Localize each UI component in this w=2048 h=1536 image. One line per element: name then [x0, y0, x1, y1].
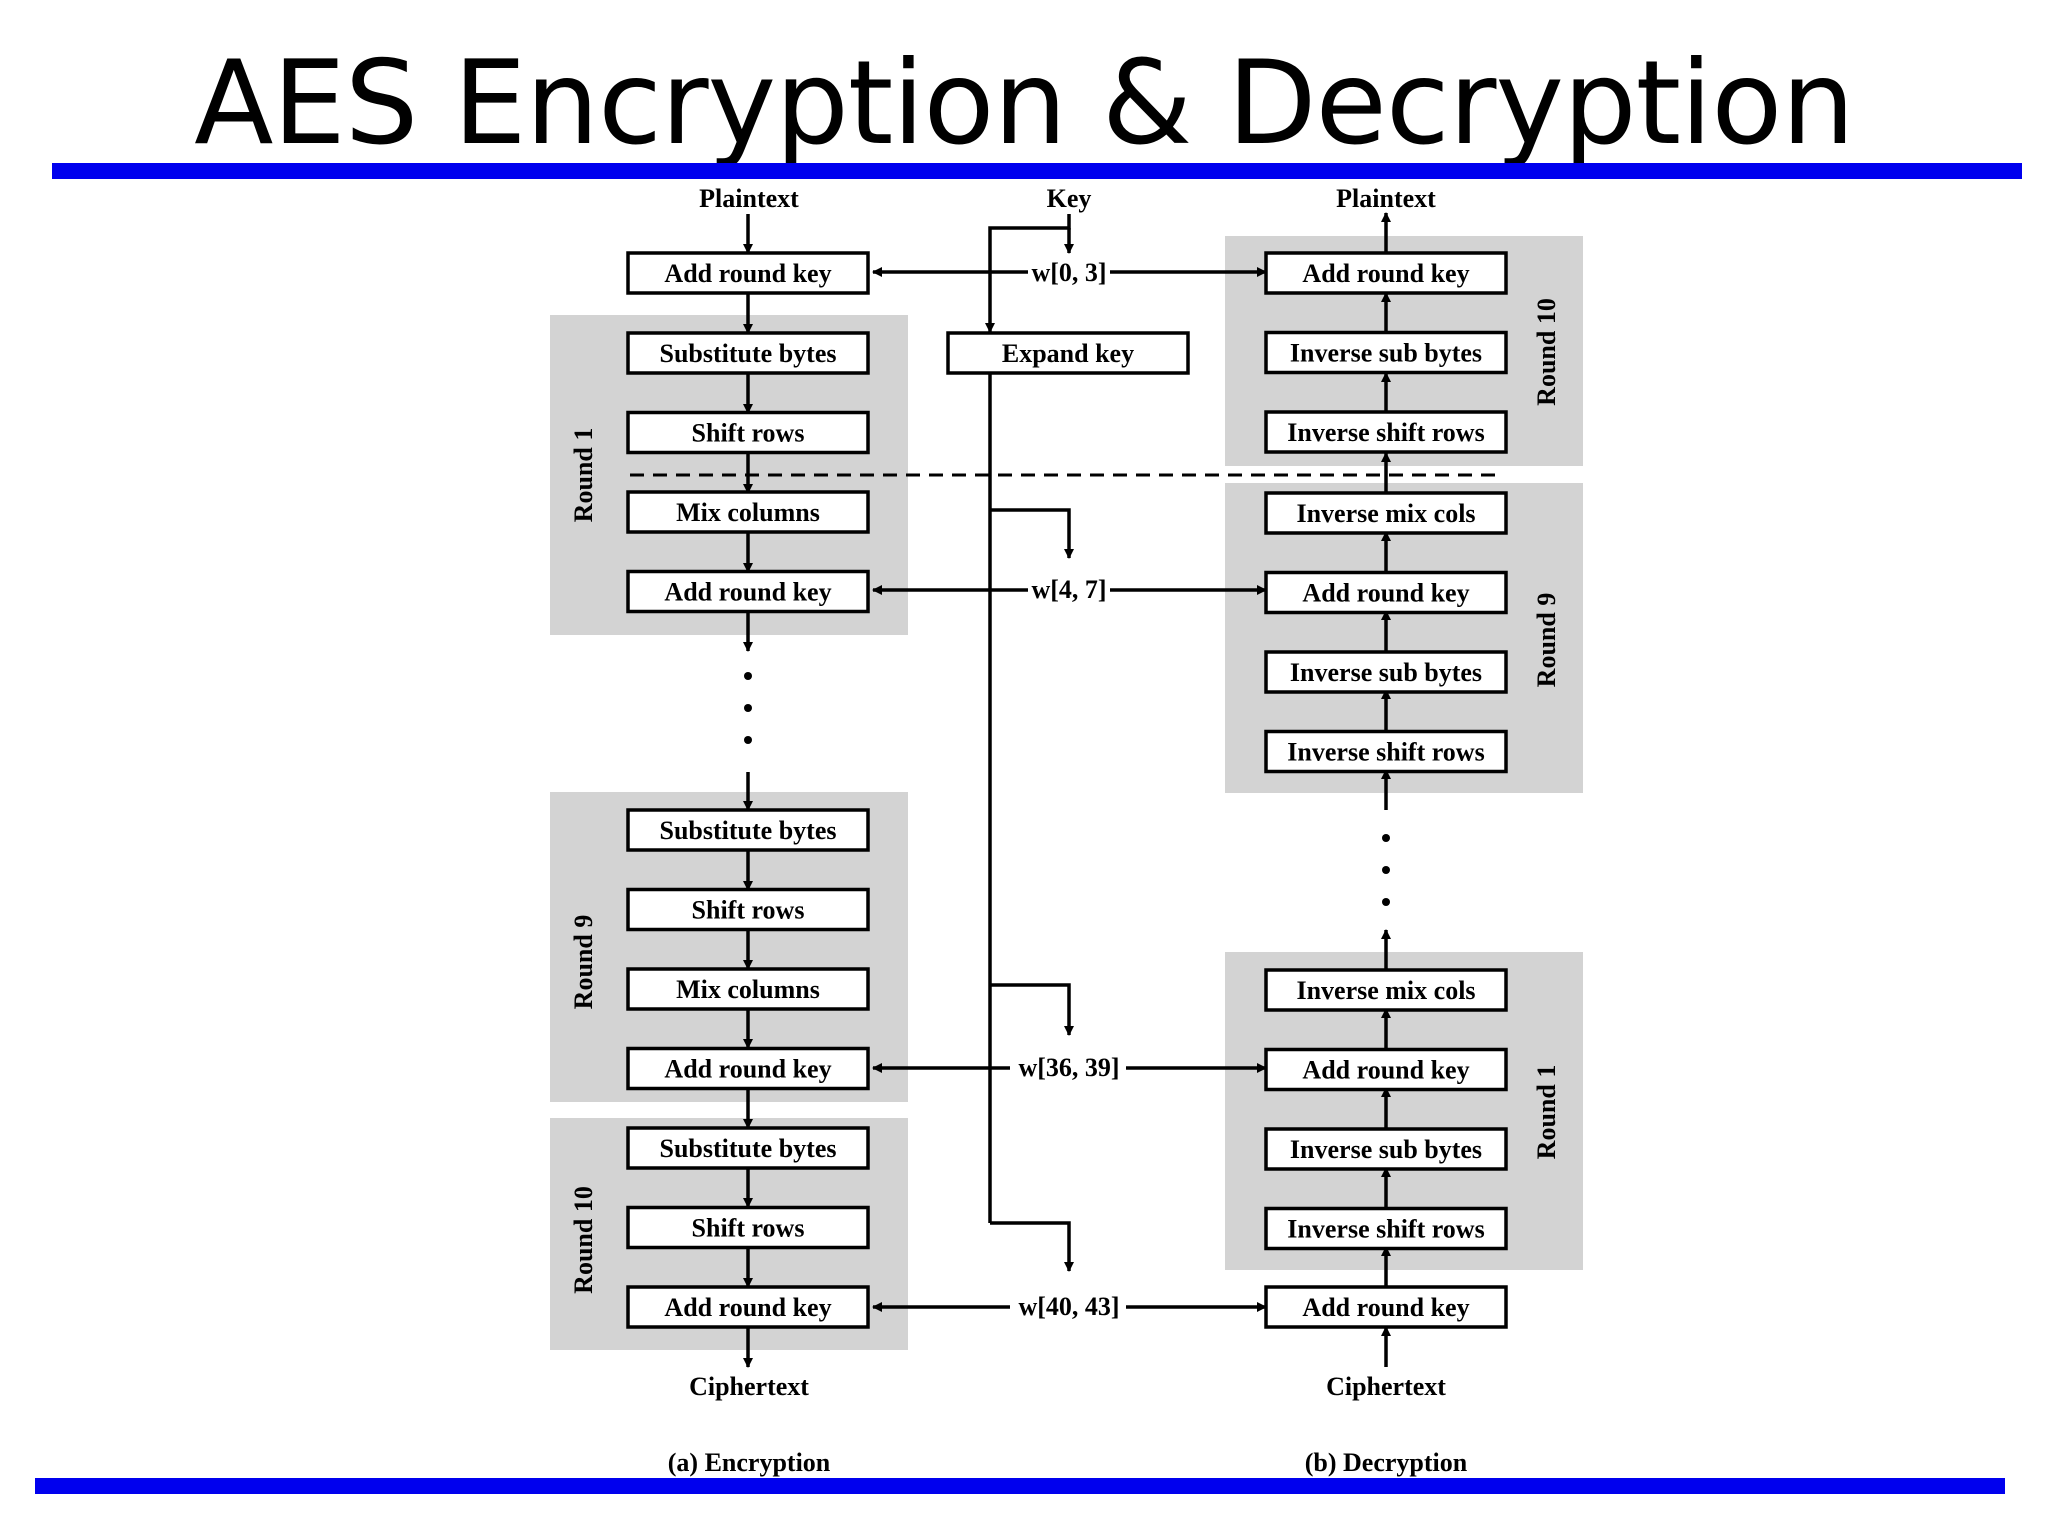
enc-round-10-add-round-key-box — [626, 1285, 870, 1329]
dec-ciphertext-label: Ciphertext — [1326, 1372, 1446, 1401]
w-0-3-label: w[0, 3] — [1031, 258, 1106, 287]
enc-round-9-shift-rows-label: Shift rows — [692, 896, 805, 925]
enc-round-1-mix-columns-box — [626, 490, 870, 534]
enc-round-9-shift-rows-box — [626, 887, 870, 932]
encryption-ellipsis — [744, 672, 752, 744]
enc-round-1-label: Round 1 — [569, 428, 598, 523]
w-40-43-label: w[40, 43] — [1018, 1292, 1119, 1321]
dec-round-1-inverse-shift-rows-label: Inverse shift rows — [1287, 1215, 1484, 1244]
dec-round-1-inverse-shift-rows-box — [1264, 1206, 1508, 1251]
expand-key-box — [946, 331, 1190, 375]
enc-round-1-add-round-key-label: Add round key — [664, 578, 831, 607]
dec-round-9-add-round-key-box — [1264, 570, 1508, 615]
dec-round-9-inverse-sub-bytes-label: Inverse sub bytes — [1290, 658, 1482, 687]
enc-round-9-add-round-key-label: Add round key — [664, 1055, 831, 1084]
dec-round-9-add-round-key-label: Add round key — [1302, 579, 1469, 608]
enc-round-10-add-round-key-label: Add round key — [664, 1293, 831, 1322]
enc-round-1-add-round-key-box — [626, 569, 870, 614]
dec-round-1-inverse-mix-cols-label: Inverse mix cols — [1296, 976, 1475, 1005]
dec-round-9-inverse-mix-cols-label: Inverse mix cols — [1296, 499, 1475, 528]
enc-round-1-substitute-bytes-box — [626, 331, 870, 375]
round-key-arrows — [872, 267, 1267, 1312]
enc-round-1-mix-columns-label: Mix columns — [676, 498, 820, 527]
dec-round-9-inverse-mix-cols-box — [1264, 491, 1508, 535]
enc-initial-add-round-key-label: Add round key — [664, 259, 831, 288]
dec-round-10-inverse-sub-bytes-label: Inverse sub bytes — [1290, 339, 1482, 368]
dec-initial-add-round-key-box — [1264, 1285, 1508, 1329]
dec-round-1-inverse-sub-bytes-box — [1264, 1127, 1508, 1171]
enc-round-10-label: Round 10 — [569, 1186, 598, 1294]
enc-round-9-substitute-bytes-box — [626, 808, 870, 852]
enc-round-10-substitute-bytes-label: Substitute bytes — [660, 1134, 837, 1163]
dec-round-10-inverse-sub-bytes-box — [1264, 330, 1508, 375]
enc-round-9-mix-columns-label: Mix columns — [676, 975, 820, 1004]
bottom-divider-bar — [35, 1478, 2005, 1494]
dec-plaintext-label: Plaintext — [1336, 184, 1436, 213]
dec-round-9-inverse-shift-rows-box — [1264, 729, 1508, 774]
enc-round-1-shift-rows-box — [626, 410, 870, 455]
dec-round-10-add-round-key-box — [1264, 251, 1508, 295]
dec-round-10-add-round-key-label: Add round key — [1302, 259, 1469, 288]
dec-round-10-inverse-shift-rows-box — [1264, 410, 1508, 454]
enc-ciphertext-label: Ciphertext — [689, 1372, 809, 1401]
enc-round-1-substitute-bytes-label: Substitute bytes — [660, 339, 837, 368]
w-4-7-label: w[4, 7] — [1031, 575, 1106, 604]
enc-round-9-label: Round 9 — [569, 915, 598, 1010]
dec-round-1-inverse-mix-cols-box — [1264, 968, 1508, 1012]
decryption-ellipsis — [1382, 834, 1390, 906]
dec-round-9-inverse-sub-bytes-box — [1264, 650, 1508, 694]
enc-initial-add-round-key-box — [626, 251, 870, 295]
enc-plaintext-label: Plaintext — [699, 184, 799, 213]
enc-round-10-shift-rows-label: Shift rows — [692, 1214, 805, 1243]
enc-round-9-substitute-bytes-label: Substitute bytes — [660, 816, 837, 845]
dec-round-10-label: Round 10 — [1532, 298, 1561, 406]
enc-round-10-shift-rows-box — [626, 1205, 870, 1250]
dec-initial-add-round-key-label: Add round key — [1302, 1293, 1469, 1322]
page-title: AES Encryption & Decryption — [194, 36, 1855, 171]
dec-round-1-inverse-sub-bytes-label: Inverse sub bytes — [1290, 1135, 1482, 1164]
enc-caption: (a) Encryption — [668, 1448, 831, 1477]
key-schedule-lines — [985, 214, 1074, 1272]
expand-key-label: Expand key — [1002, 339, 1134, 368]
w-36-39-label: w[36, 39] — [1018, 1053, 1119, 1082]
enc-round-10-substitute-bytes-box — [626, 1126, 870, 1170]
top-divider-bar — [52, 163, 2022, 179]
dec-caption: (b) Decryption — [1305, 1448, 1468, 1477]
dec-round-10-inverse-shift-rows-label: Inverse shift rows — [1287, 418, 1484, 447]
enc-round-1-shift-rows-label: Shift rows — [692, 419, 805, 448]
dec-round-1-add-round-key-label: Add round key — [1302, 1056, 1469, 1085]
dec-round-9-label: Round 9 — [1532, 593, 1561, 688]
dec-round-1-add-round-key-box — [1264, 1047, 1508, 1092]
key-label: Key — [1047, 184, 1092, 213]
dec-round-9-inverse-shift-rows-label: Inverse shift rows — [1287, 738, 1484, 767]
dec-round-1-label: Round 1 — [1532, 1065, 1561, 1160]
enc-round-9-add-round-key-box — [626, 1046, 870, 1091]
enc-round-9-mix-columns-box — [626, 967, 870, 1011]
